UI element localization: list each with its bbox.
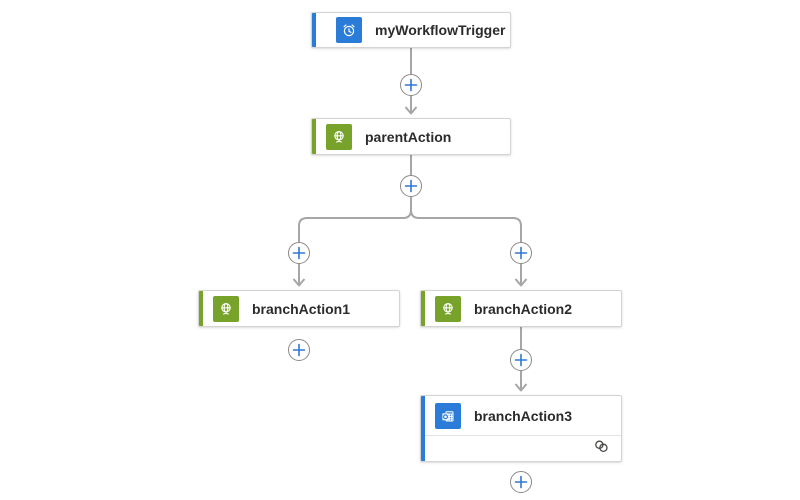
- insert-step-button-branch-right[interactable]: [510, 242, 532, 264]
- arrowhead-branch2: [514, 278, 528, 287]
- trigger-card[interactable]: myWorkflowTrigger: [311, 12, 511, 48]
- action-card-parent[interactable]: parentAction: [311, 118, 511, 155]
- plus-icon: [292, 343, 306, 357]
- insert-step-button-after-trigger[interactable]: [400, 74, 422, 96]
- branch2-accent-bar: [421, 291, 425, 326]
- plus-icon: [514, 353, 528, 367]
- http-globe-icon: [326, 123, 352, 150]
- branch3-action-label: branchAction3: [474, 408, 573, 424]
- plus-icon: [514, 475, 528, 489]
- action-card-branch1[interactable]: branchAction1: [198, 290, 400, 327]
- http-globe-icon: [213, 295, 239, 322]
- plus-icon: [514, 246, 528, 260]
- branch1-accent-bar: [199, 291, 203, 326]
- branch3-connection-footer: [425, 435, 621, 461]
- connector-group: [292, 48, 528, 392]
- branch1-action-label: branchAction1: [252, 300, 351, 317]
- recurrence-clock-icon: [336, 17, 362, 43]
- edge-fork-right: [410, 209, 522, 242]
- arrowhead-branch1: [292, 278, 306, 287]
- insert-step-button-after-branch3[interactable]: [510, 471, 532, 493]
- plus-icon: [292, 246, 306, 260]
- trigger-accent-bar: [312, 13, 316, 47]
- plus-icon: [404, 179, 418, 193]
- branch2-action-label: branchAction2: [474, 300, 573, 317]
- action-card-branch2[interactable]: branchAction2: [420, 290, 622, 327]
- trigger-label: myWorkflowTrigger: [375, 22, 506, 38]
- insert-step-button-after-parent[interactable]: [400, 175, 422, 197]
- edge-fork-left: [298, 209, 412, 242]
- insert-step-button-after-branch1[interactable]: [288, 339, 310, 361]
- action-card-branch3[interactable]: branchAction3: [420, 395, 622, 462]
- plus-icon: [404, 78, 418, 92]
- parent-accent-bar: [312, 119, 316, 154]
- connection-icon: [592, 439, 611, 459]
- branch3-accent-bar: [421, 396, 425, 461]
- insert-step-button-branch-left[interactable]: [288, 242, 310, 264]
- insert-step-button-after-branch2[interactable]: [510, 349, 532, 371]
- parent-action-label: parentAction: [365, 128, 452, 145]
- arrowhead-parent: [404, 106, 418, 115]
- arrowhead-branch3: [514, 383, 528, 392]
- outlook-mail-icon: [435, 403, 461, 429]
- http-globe-icon: [435, 295, 461, 322]
